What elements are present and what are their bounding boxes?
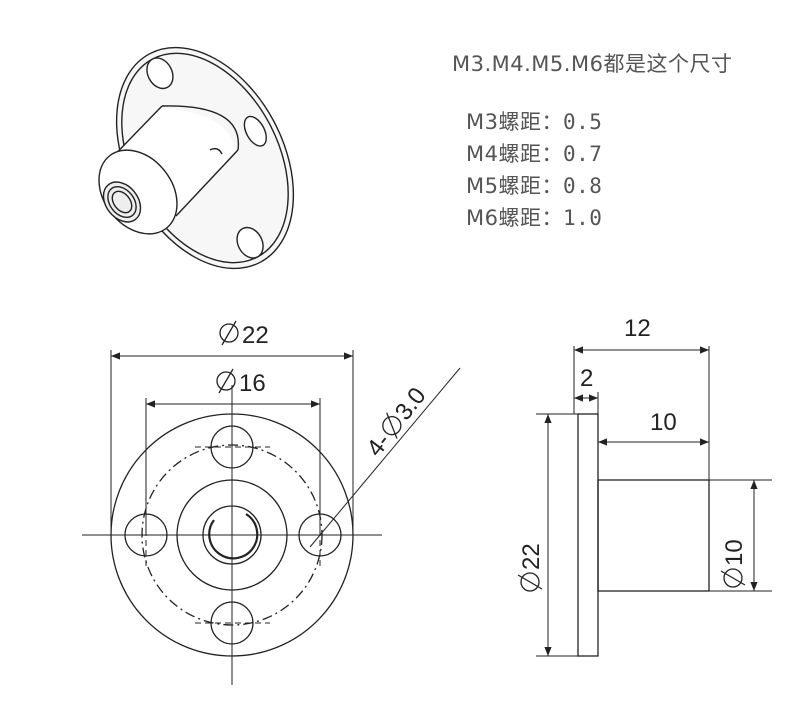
total-length-label: 12 (624, 315, 651, 342)
pitch-value: 0.7 (562, 142, 603, 166)
outer-diameter-label: 22 (242, 322, 269, 349)
pitch-row-m3: M3螺距：0.5 (466, 106, 602, 136)
diameter-symbol-icon (720, 568, 746, 588)
body-diameter-label: 10 (721, 539, 748, 566)
bolt-circle-label: 16 (239, 370, 266, 397)
diameter-symbol-icon (517, 572, 543, 592)
flange-thickness-label: 2 (580, 365, 593, 392)
pitch-value: 0.8 (562, 174, 603, 198)
pitch-label: M6螺距： (466, 206, 563, 230)
pitch-row-m6: M6螺距：1.0 (466, 202, 602, 232)
page-title: M3.M4.M5.M6都是这个尺寸 (452, 52, 733, 76)
pitch-row-m5: M5螺距：0.8 (466, 170, 602, 200)
pitch-value: 1.0 (562, 206, 603, 230)
pitch-row-m4: M4螺距：0.7 (466, 138, 602, 168)
side-view (536, 346, 772, 657)
hole-diameter-label: 3.0 (390, 383, 432, 426)
diameter-symbol-icon (382, 412, 402, 439)
pitch-label: M5螺距： (466, 174, 563, 198)
diameter-symbol-icon (216, 320, 239, 394)
pitch-value: 0.5 (562, 110, 603, 134)
pitch-label: M3螺距： (466, 110, 563, 134)
front-view (82, 350, 461, 685)
pitch-label: M4螺距： (466, 142, 563, 166)
flange-diameter-label: 22 (518, 543, 545, 570)
body-length-label: 10 (650, 409, 677, 436)
hole-count-label: 4- (361, 428, 395, 461)
trapezoidal-nut-3d-icon (98, 46, 295, 270)
